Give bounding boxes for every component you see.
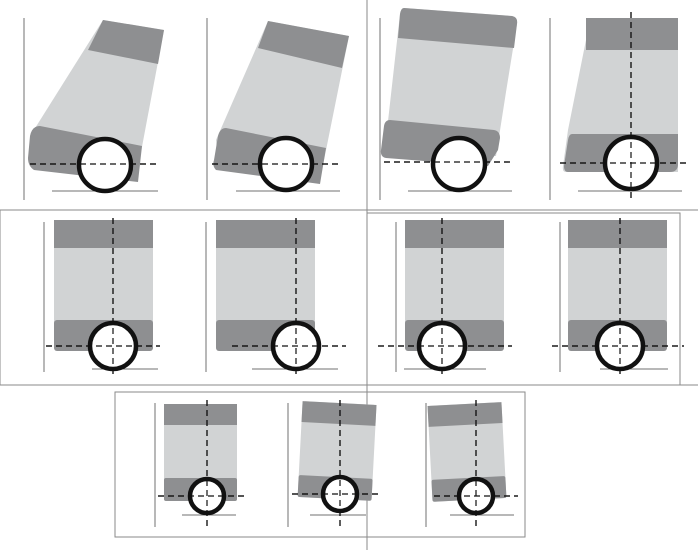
panel-r3-3 <box>425 400 518 528</box>
panel-r2-2 <box>205 218 346 375</box>
body-top-band <box>88 20 164 64</box>
panel-r3-1 <box>154 400 245 528</box>
body-upper <box>164 404 237 500</box>
body-top-band <box>405 220 504 248</box>
wheel <box>76 136 134 194</box>
body-upper <box>216 220 315 350</box>
body-top-band <box>398 8 518 48</box>
body-top-band <box>54 220 153 248</box>
panel-r1-4 <box>549 12 690 200</box>
body-upper <box>54 220 153 350</box>
body-upper <box>568 220 667 350</box>
body-top-band <box>258 21 349 68</box>
panel-r2-4 <box>552 218 684 375</box>
panel-r2-3 <box>378 218 512 375</box>
body-top-band <box>427 402 503 427</box>
body-upper <box>427 402 507 502</box>
panel-r2-1 <box>43 218 160 375</box>
row2-right-box <box>366 212 681 386</box>
body-upper <box>405 220 504 350</box>
body-top-band <box>586 18 678 50</box>
body-top-band <box>301 401 377 426</box>
panel-r1-1 <box>23 18 164 200</box>
body-top-band <box>568 220 667 248</box>
body-upper <box>562 18 678 172</box>
panel-r3-2 <box>287 400 378 528</box>
panel-r1-3 <box>379 8 518 200</box>
wheel <box>430 135 488 193</box>
row3-outer-box <box>114 391 526 538</box>
panel-r1-2 <box>206 18 349 200</box>
body-top-band <box>216 220 315 248</box>
body-upper <box>297 401 377 501</box>
body-top-band <box>164 404 237 425</box>
